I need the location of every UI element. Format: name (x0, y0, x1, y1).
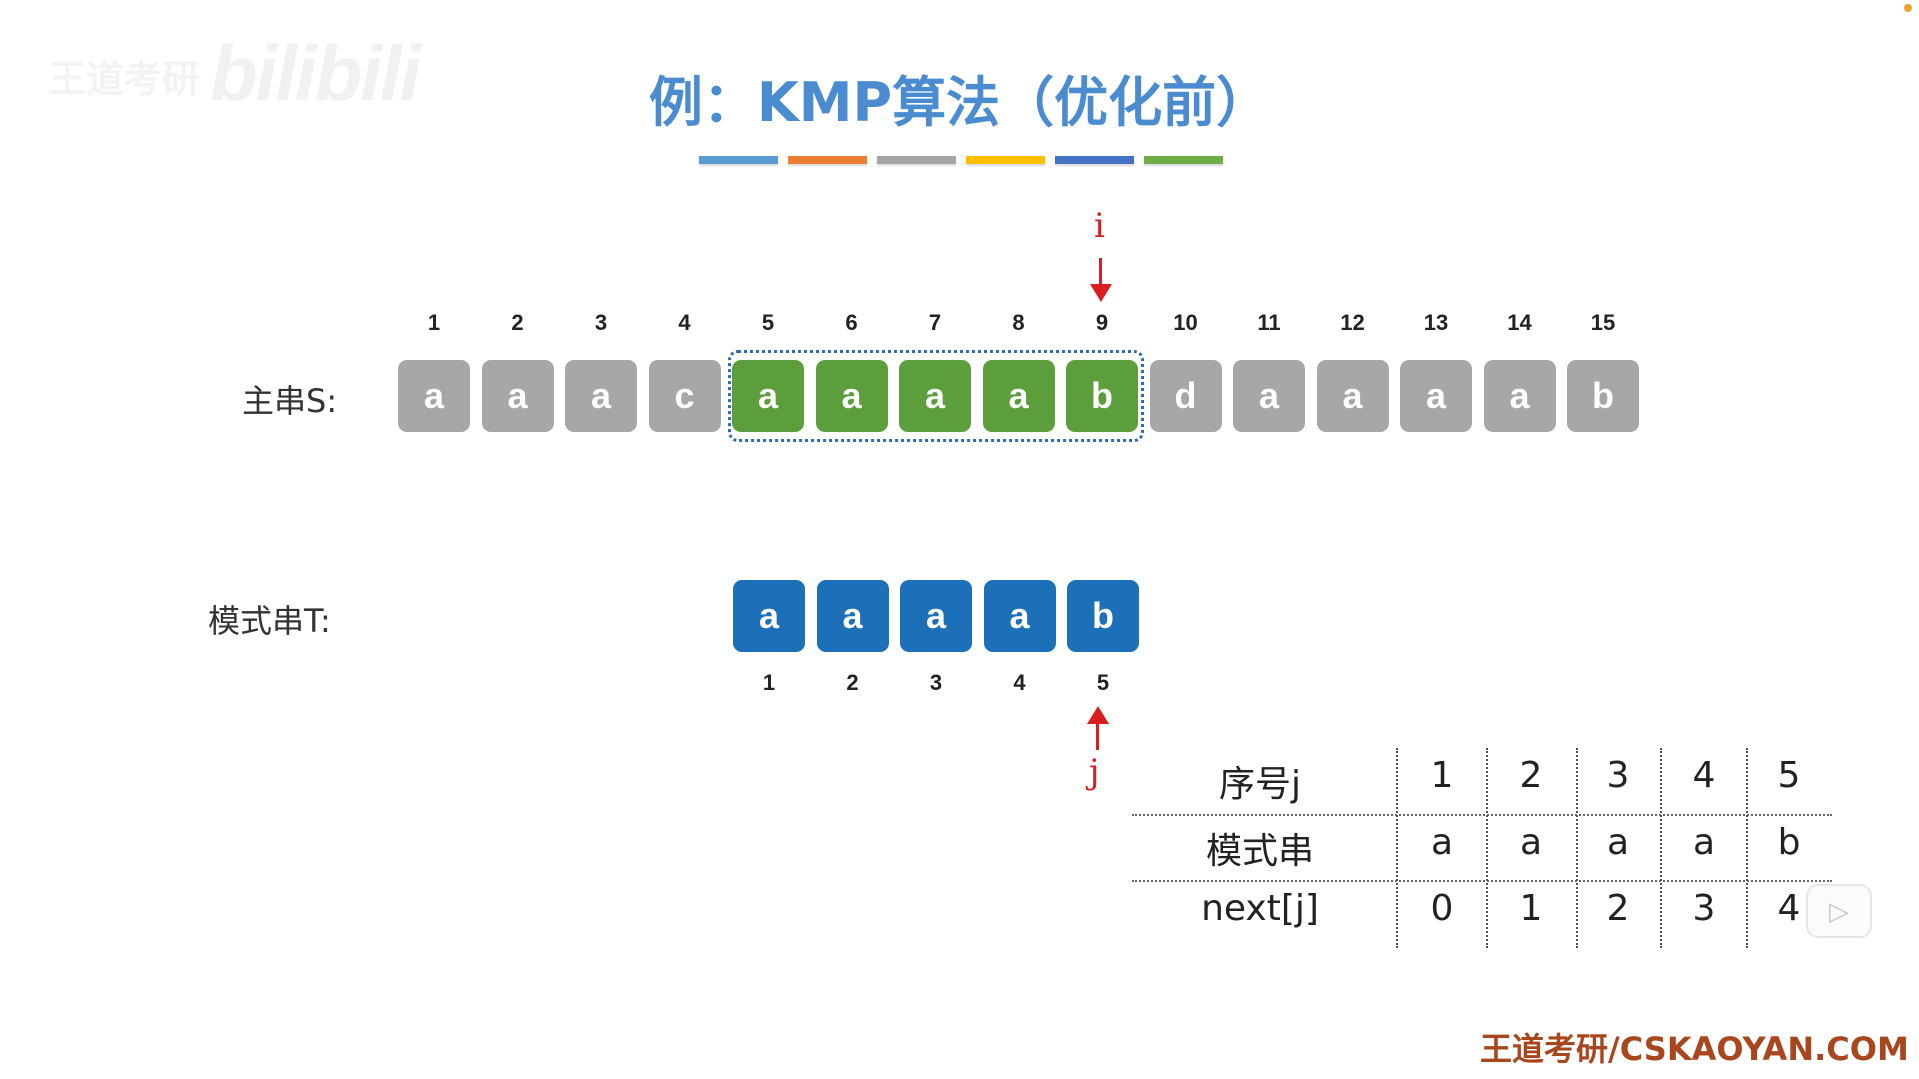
next-table-row-label: 模式串 (1205, 831, 1314, 872)
main-index-label: 13 (1423, 310, 1449, 335)
table-divider-vertical (1576, 748, 1578, 948)
main-string-label: 主串S: (242, 382, 338, 420)
next-table-cell: 5 (1777, 755, 1801, 796)
pattern-char-cell: a (900, 580, 972, 652)
main-index-label: 1 (427, 310, 441, 335)
main-index-label: 5 (761, 310, 775, 335)
corner-dot (1904, 4, 1912, 12)
main-index-label: 14 (1507, 310, 1532, 335)
main-char-cell: b (1066, 360, 1138, 432)
pattern-char-cell: b (1067, 580, 1139, 652)
main-char-cell: b (1567, 360, 1639, 432)
pointer-j-shaft (1096, 722, 1099, 750)
next-table-cell: 3 (1692, 888, 1716, 929)
color-bar-segment (877, 156, 956, 164)
main-index-label: 15 (1590, 310, 1616, 335)
color-bar-segment (788, 156, 867, 164)
pointer-i-label: i (1094, 206, 1105, 246)
pattern-index-label: 1 (762, 670, 776, 695)
pattern-char-cell: a (816, 580, 889, 652)
pointer-i-shaft (1099, 258, 1102, 288)
main-index-label: 11 (1257, 310, 1281, 335)
next-table-cell: b (1777, 822, 1801, 863)
main-char-cell: a (899, 360, 971, 432)
next-table-cell: a (1519, 822, 1543, 863)
pointer-i-arrowhead (1090, 284, 1112, 302)
main-index-label: 6 (845, 310, 858, 335)
match-selection-box (728, 350, 1144, 442)
pattern-index-label: 2 (846, 670, 859, 695)
next-table-cell: a (1430, 822, 1454, 863)
main-char-cell: c (648, 360, 721, 432)
play-button[interactable]: ▷ (1806, 884, 1872, 938)
pattern-index-label: 3 (929, 670, 943, 695)
pattern-char-cell: a (733, 580, 805, 652)
color-bar-segment (699, 156, 778, 164)
next-table-cell: 4 (1692, 755, 1716, 796)
next-table-cell: 2 (1606, 888, 1630, 929)
next-table-cell: 2 (1519, 755, 1543, 796)
pattern-char-cell: a (983, 580, 1056, 652)
next-table-cell: a (1606, 822, 1630, 863)
next-table-row-label: 序号j (1218, 764, 1301, 805)
table-divider-vertical (1660, 748, 1662, 948)
main-index-label: 4 (678, 310, 691, 335)
color-bar-segment (966, 156, 1045, 164)
slide-title: 例：KMP算法（优化前） (648, 71, 1271, 134)
next-table-cell: 0 (1430, 888, 1454, 929)
table-divider-vertical (1486, 748, 1488, 948)
pointer-j-label: j (1089, 752, 1100, 792)
main-index-label: 2 (511, 310, 524, 335)
main-char-cell: a (565, 360, 637, 432)
main-index-label: 9 (1095, 310, 1109, 335)
main-char-cell: a (1233, 360, 1305, 432)
next-table-cell: 4 (1777, 888, 1801, 929)
table-divider-vertical (1746, 748, 1748, 948)
main-index-label: 8 (1012, 310, 1025, 335)
watermark-name: 王道考研 (48, 59, 201, 101)
main-index-label: 10 (1173, 310, 1198, 335)
table-divider-horizontal (1132, 814, 1832, 816)
pattern-index-label: 5 (1096, 670, 1110, 695)
play-icon: ▷ (1829, 895, 1849, 926)
next-table-cell: 1 (1519, 888, 1543, 929)
main-char-cell: a (815, 360, 888, 432)
bilibili-logo: bilibili (210, 29, 421, 117)
pattern-string-label: 模式串T: (208, 602, 331, 640)
pattern-index-label: 4 (1013, 670, 1026, 695)
main-index-label: 7 (928, 310, 942, 335)
main-char-cell: a (1400, 360, 1472, 432)
color-bar-segment (1055, 156, 1134, 164)
next-table-cell: 3 (1606, 755, 1630, 796)
main-index-label: 12 (1340, 310, 1365, 335)
main-char-cell: a (398, 360, 470, 432)
main-char-cell: a (481, 360, 554, 432)
pointer-j-arrowhead (1087, 706, 1109, 724)
main-char-cell: a (1316, 360, 1389, 432)
table-divider-vertical (1396, 748, 1398, 948)
next-table-row-label: next[j] (1201, 888, 1319, 929)
color-bar-segment (1144, 156, 1223, 164)
main-char-cell: a (982, 360, 1055, 432)
footer-source: 王道考研/CSKAOYAN.COM (1480, 1030, 1909, 1068)
table-divider-horizontal (1132, 880, 1832, 882)
next-table-cell: 1 (1430, 755, 1454, 796)
main-index-label: 3 (594, 310, 608, 335)
main-char-cell: a (1483, 360, 1556, 432)
main-char-cell: a (732, 360, 804, 432)
next-table-cell: a (1692, 822, 1716, 863)
main-char-cell: d (1149, 360, 1222, 432)
